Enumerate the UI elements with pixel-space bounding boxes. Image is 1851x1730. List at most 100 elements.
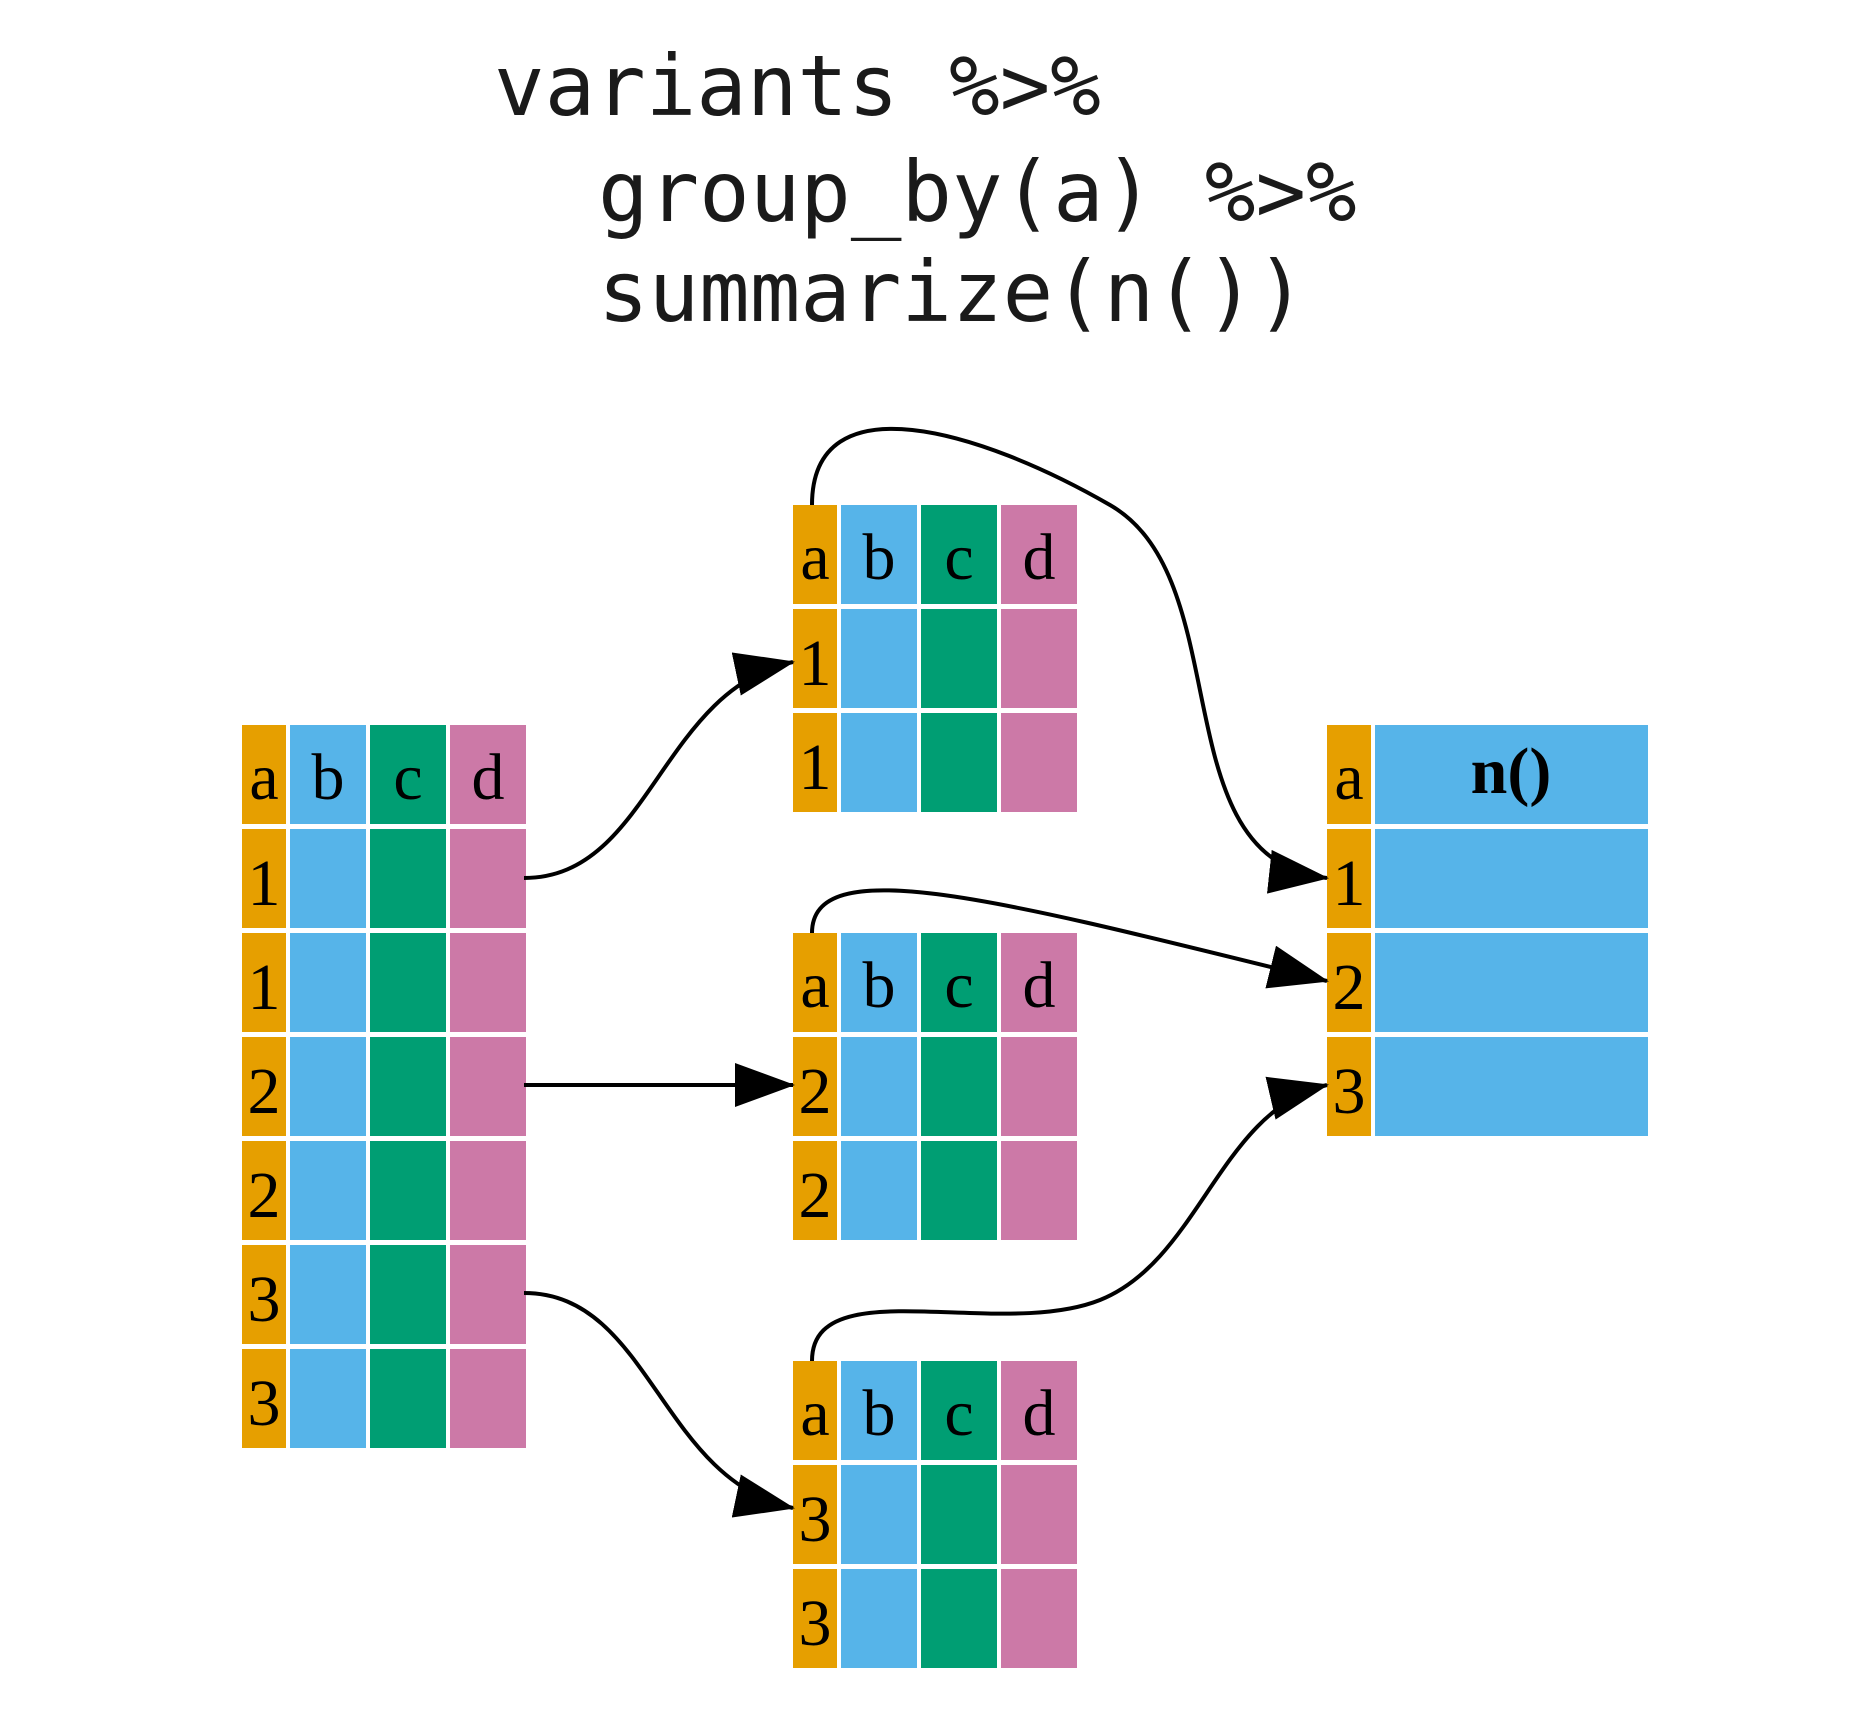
input-table-row-1-d [450, 829, 526, 928]
group-table-1-header-b [841, 505, 917, 604]
group-table-2-header-label-a: a [800, 949, 829, 1022]
group-table-1-row-1-d [1001, 609, 1077, 708]
group-table-1-row-2-c [921, 713, 997, 812]
code-line-2: group_by(a) %>% [598, 143, 1357, 241]
input-table-row-6-c [370, 1349, 446, 1448]
input-table-row-4-a-value: 2 [248, 1159, 281, 1232]
group-table-2-row-1-c [921, 1037, 997, 1136]
group-table-2-row-2-a-value: 2 [799, 1159, 832, 1232]
group-table-1-row-2-a-value: 1 [799, 731, 832, 804]
input-table-header-b [290, 725, 366, 824]
input-table-row-3-a [242, 1037, 286, 1136]
group-table-3-row-2-b [841, 1569, 917, 1668]
result-row-3-a [1327, 1037, 1371, 1136]
input-table-row-2-d [450, 933, 526, 1032]
input-table-row-5-a [242, 1245, 286, 1344]
input-table-row-5-b [290, 1245, 366, 1344]
input-table-row-4-d [450, 1141, 526, 1240]
group-table-3-header-b [841, 1361, 917, 1460]
result-row-1-a [1327, 829, 1371, 928]
code-line-1: variants %>% [494, 37, 1101, 135]
group-table-1-header-label-b: b [863, 521, 896, 594]
group-table-1-row-1-c [921, 609, 997, 708]
group-table-3-row-1-d [1001, 1465, 1077, 1564]
input-table-row-6-b [290, 1349, 366, 1448]
result-header-n-label: n() [1471, 735, 1552, 808]
input-table-row-5-c [370, 1245, 446, 1344]
group-table-2-header-d [1001, 933, 1077, 1032]
group-table-1-header-label-d: d [1023, 521, 1056, 594]
input-table-row-4-a [242, 1141, 286, 1240]
group-table-3-header-c [921, 1361, 997, 1460]
result-header-a [1327, 725, 1371, 824]
group-table-2-header-a [793, 933, 837, 1032]
group-table-1-row-2-a [793, 713, 837, 812]
input-table-row-2-b [290, 933, 366, 1032]
group-table-3-header-a [793, 1361, 837, 1460]
group-table-2-header-label-c: c [944, 949, 973, 1022]
group-table-3-row-2-d [1001, 1569, 1077, 1668]
arrows-layer [523, 426, 1329, 1518]
group-table-3-header-label-d: d [1023, 1377, 1056, 1450]
input-table-row-4-b [290, 1141, 366, 1240]
group-table-3-header-label-a: a [800, 1377, 829, 1450]
group-table-3-row-2-a [793, 1569, 837, 1668]
result-header-n [1375, 725, 1648, 824]
group-table-2-header-label-b: b [863, 949, 896, 1022]
group-table-2-row-2-d [1001, 1141, 1077, 1240]
input-table-row-5-a-value: 3 [248, 1263, 281, 1336]
input-table-row-1-c [370, 829, 446, 928]
input-table-row-3-d [450, 1037, 526, 1136]
group-table-1-row-1-b [841, 609, 917, 708]
arrow-input-to-group-1 [523, 652, 795, 880]
input-table-header-label-d: d [472, 741, 505, 814]
input-table-header-label-b: b [312, 741, 345, 814]
arrow-input-to-group-3 [523, 1291, 795, 1518]
input-table-row-4-c [370, 1141, 446, 1240]
group-table-1-header-c [921, 505, 997, 604]
input-table-row-2-c [370, 933, 446, 1032]
group-table-2-row-1-d [1001, 1037, 1077, 1136]
input-table-row-1-a-value: 1 [248, 847, 281, 920]
input-table-row-6-d [450, 1349, 526, 1448]
input-table-row-1-b [290, 829, 366, 928]
input-table-header-c [370, 725, 446, 824]
group-table-1-row-2-b [841, 713, 917, 812]
arrow-group-3-to-result [810, 1076, 1329, 1362]
input-table-row-3-c [370, 1037, 446, 1136]
group-table-2-header-b [841, 933, 917, 1032]
input-table-row-6-a-value: 3 [248, 1367, 281, 1440]
input-table-row-3-a-value: 2 [248, 1055, 281, 1128]
group-table-3-header-label-b: b [863, 1377, 896, 1450]
input-table-header-d [450, 725, 526, 824]
group-table-3-row-1-c [921, 1465, 997, 1564]
group-table-3-row-1-b [841, 1465, 917, 1564]
result-row-1-a-value: 1 [1333, 847, 1366, 920]
input-table-header-label-c: c [393, 741, 422, 814]
group-table-1-header-d [1001, 505, 1077, 604]
result-header-a-label: a [1334, 741, 1363, 814]
result-row-3-n [1375, 1037, 1648, 1136]
group-table-2-row-1-a [793, 1037, 837, 1136]
input-table-row-1-a [242, 829, 286, 928]
input-table-header-a [242, 725, 286, 824]
group-table-1-row-1-a-value: 1 [799, 627, 832, 700]
group-table-1-header-label-c: c [944, 521, 973, 594]
result-row-2-a [1327, 933, 1371, 1032]
input-table-row-3-b [290, 1037, 366, 1136]
input-table-row-2-a-value: 1 [248, 951, 281, 1024]
group-table-3-header-label-c: c [944, 1377, 973, 1450]
group-table-3-row-2-a-value: 3 [799, 1587, 832, 1660]
input-table-row-6-a [242, 1349, 286, 1448]
group-table-3-header-d [1001, 1361, 1077, 1460]
group-table-1-row-2-d [1001, 713, 1077, 812]
input-table-row-5-d [450, 1245, 526, 1344]
input-table-row-2-a [242, 933, 286, 1032]
